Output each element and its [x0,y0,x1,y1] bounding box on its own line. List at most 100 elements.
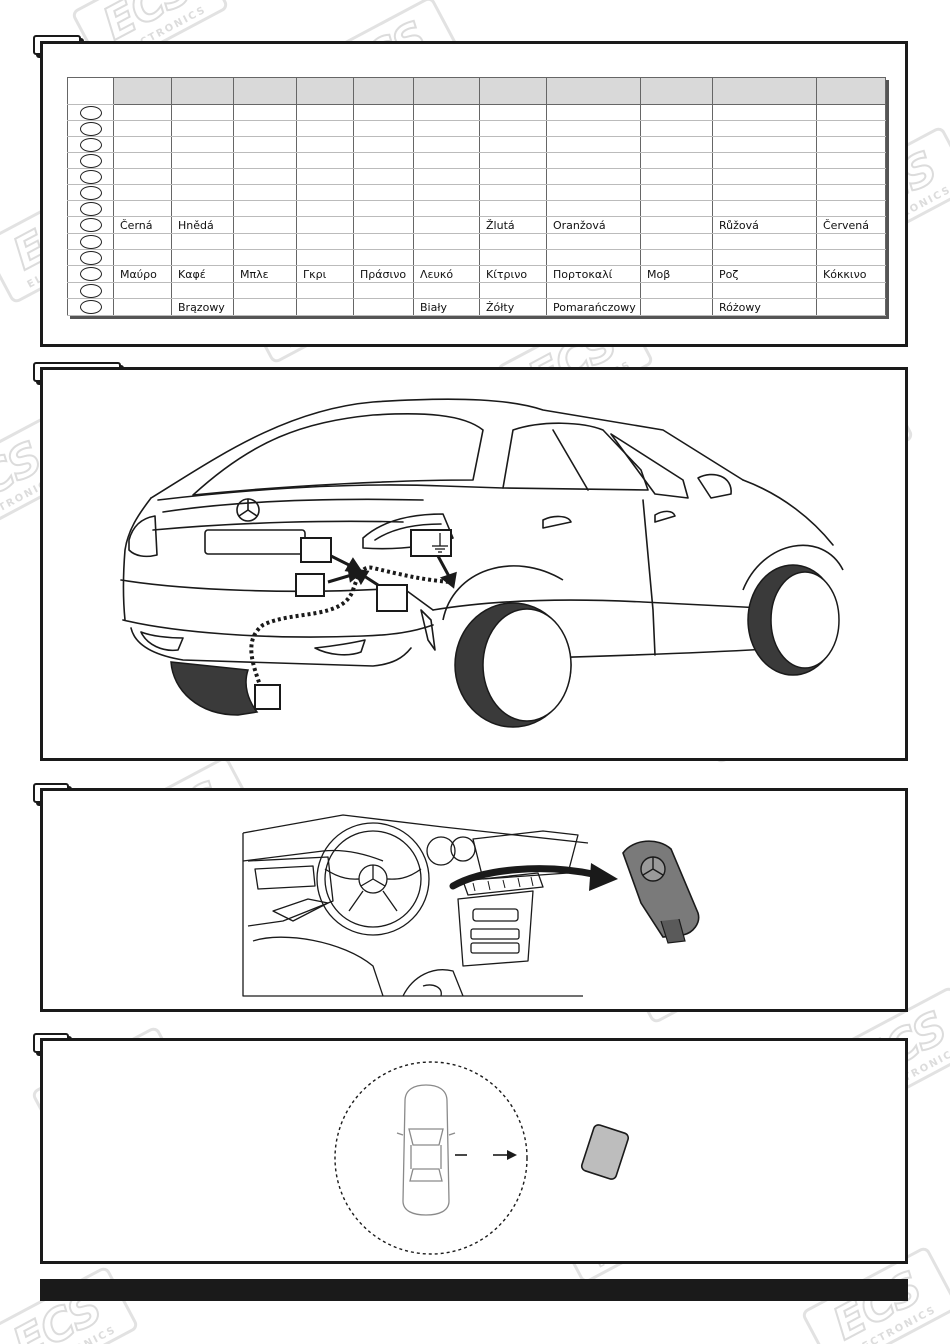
colour-cell [171,233,234,250]
colour-cell [113,120,172,137]
colour-cell [413,152,480,169]
pin-oval-icon [79,300,102,314]
colour-cell [546,184,641,201]
pin-cell [67,265,114,283]
colour-cell [712,104,817,121]
pin-oval-icon [79,234,102,249]
colour-cell [113,282,172,299]
table-row [67,233,886,250]
colour-cell [233,298,297,316]
key-card-icon [580,1124,630,1180]
colour-cell [171,282,234,299]
colour-cell [171,184,234,201]
colour-cell [233,233,297,250]
pin-cell [67,233,114,250]
pin-oval-icon [79,283,102,298]
colour-cell [546,136,641,153]
colour-cell [413,104,480,121]
colour-cell [546,120,641,137]
pin-cell [67,168,114,185]
colour-cell: Růžová [712,216,817,234]
colour-cell [113,233,172,250]
colour-cell [816,152,886,169]
colour-cell [479,200,547,217]
colour-cell [113,104,172,121]
car-top-view [396,1084,456,1216]
colour-cell [712,249,817,266]
colour-cell: Oranžová [546,216,641,234]
pin-oval-icon [79,153,102,168]
colour-cell [171,120,234,137]
colour-cell [113,168,172,185]
ground-callout-box [410,529,452,557]
pin-cell [67,184,114,201]
colour-cell [640,152,713,169]
colour-column-header [113,77,172,105]
colour-cell [233,136,297,153]
colour-cell [413,120,480,137]
pin-oval-icon [79,250,102,265]
table-row [67,200,886,217]
colour-cell [413,249,480,266]
colour-cell [712,136,817,153]
table-row [67,120,886,137]
car-key-icon [622,840,700,944]
pin-cell [67,216,114,234]
colour-cell [353,104,414,121]
interior-illustration [242,814,700,997]
pin-oval-icon [79,267,102,281]
colour-cell [712,233,817,250]
colour-cell [640,184,713,201]
colour-cell [546,104,641,121]
colour-cell [546,200,641,217]
colour-cell [479,184,547,201]
table-row [67,282,886,299]
colour-cell [712,184,817,201]
arrow-right-icon [449,865,602,890]
colour-cell [171,104,234,121]
colour-cell: Μαύρο [113,265,172,283]
colour-cell: Κίτρινο [479,265,547,283]
table-row [67,104,886,121]
colour-cell: Różowy [712,298,817,316]
colour-cell: Żółty [479,298,547,316]
colour-cell [171,136,234,153]
colour-cell [353,168,414,185]
colour-column-header [479,77,547,105]
colour-column-header [233,77,297,105]
colour-cell: Πορτοκαλί [546,265,641,283]
colour-cell [640,104,713,121]
pin-oval-icon [79,201,102,216]
colour-cell [816,136,886,153]
colour-cell [640,249,713,266]
pin-oval-icon [79,137,102,152]
callout-box [295,573,325,597]
colour-column-header [413,77,480,105]
colour-cell [816,298,886,316]
colour-cell [353,298,414,316]
pin-cell [67,136,114,153]
callout-box [254,684,281,710]
colour-cell: Červená [816,216,886,234]
colour-cell [413,216,480,234]
pin-cell [67,120,114,137]
colour-cell [353,200,414,217]
colour-column-header [546,77,641,105]
colour-cell [233,104,297,121]
colour-column-header [640,77,713,105]
colour-cell [296,168,354,185]
colour-cell [296,249,354,266]
colour-cell [233,282,297,299]
colour-cell [546,168,641,185]
colour-cell: Πράσινο [353,265,414,283]
colour-cell [816,200,886,217]
table-row [67,184,886,201]
pin-oval-icon [79,105,102,120]
colour-cell [640,282,713,299]
colour-cell [640,136,713,153]
colour-cell [353,216,414,234]
pin-oval-icon [79,121,102,136]
